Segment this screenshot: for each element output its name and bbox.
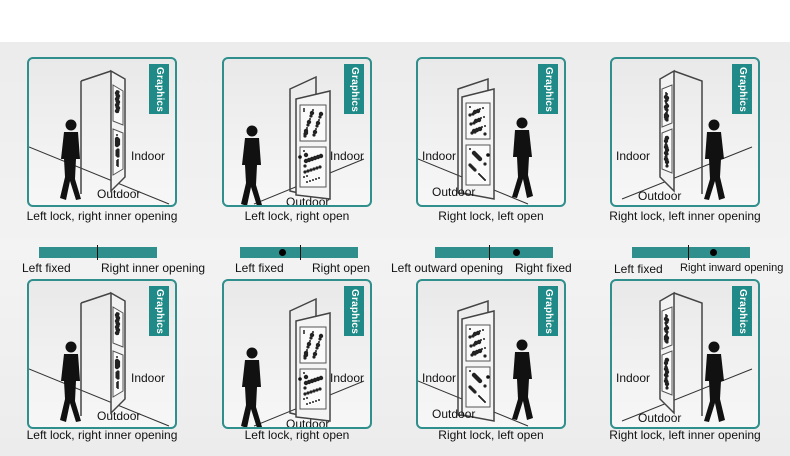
indoor-label: Indoor xyxy=(330,371,365,385)
indoor-label: Indoor xyxy=(131,149,166,163)
door-illustration xyxy=(418,77,533,205)
legend-left-label: Left fixed xyxy=(235,261,284,275)
graphics-tag: Graphics xyxy=(344,64,364,114)
door-illustration xyxy=(29,291,170,427)
indoor-label: Indoor xyxy=(616,149,651,163)
door-gap-marker xyxy=(688,245,689,260)
scene-caption: Right lock, left open xyxy=(438,209,544,223)
lock-dot xyxy=(513,249,520,256)
legend-left-label: Left outward opening xyxy=(391,261,504,275)
indoor-label: Indoor xyxy=(330,149,365,163)
outdoor-label: Outdoor xyxy=(97,409,141,423)
indoor-label: Indoor xyxy=(422,149,457,163)
scene-caption: Right lock, left open xyxy=(438,428,544,442)
indoor-label: Indoor xyxy=(616,371,651,385)
scene-caption: Left lock, right open xyxy=(244,209,350,223)
door-illustration xyxy=(29,69,170,205)
legend-right-label: Right inner opening xyxy=(101,261,206,275)
door-illustration xyxy=(621,69,753,200)
legend-right-label: Right inward opening xyxy=(680,262,784,274)
door-illustration xyxy=(621,291,753,422)
scene-caption: Left lock, right open xyxy=(244,428,350,442)
door-gap-marker xyxy=(97,245,98,260)
indoor-label: Indoor xyxy=(131,371,166,385)
scene-caption: Right lock, left inner opening xyxy=(609,209,761,223)
indoor-label: Indoor xyxy=(422,371,457,385)
door-illustration xyxy=(241,297,365,427)
legend-left-label: Left fixed xyxy=(614,262,663,276)
door-plan-bar xyxy=(39,245,157,260)
graphics-tag: Graphics xyxy=(149,64,169,114)
graphics-tag: Graphics xyxy=(538,64,558,114)
door-illustration xyxy=(241,75,365,205)
outdoor-label: Outdoor xyxy=(432,185,476,199)
door-illustration xyxy=(418,299,533,427)
scene-caption: Left lock, right inner opening xyxy=(26,209,178,223)
outdoor-label: Outdoor xyxy=(638,189,682,203)
graphics-tag: Graphics xyxy=(149,286,169,336)
graphics-tag: Graphics xyxy=(538,286,558,336)
scene-caption: Left lock, right inner opening xyxy=(26,428,178,442)
legend-right-label: Right open xyxy=(312,261,371,275)
outdoor-label: Outdoor xyxy=(638,411,682,425)
legend-right-label: Right fixed xyxy=(515,261,572,275)
outdoor-label: Outdoor xyxy=(97,187,141,201)
outdoor-label: Outdoor xyxy=(286,417,330,429)
graphics-tag: Graphics xyxy=(732,286,752,336)
door-gap-marker xyxy=(489,245,490,260)
lock-dot xyxy=(279,249,286,256)
door-gap-marker xyxy=(300,245,301,260)
graphics-tag: Graphics xyxy=(732,64,752,114)
graphics-tag: Graphics xyxy=(344,286,364,336)
outdoor-label: Outdoor xyxy=(432,407,476,421)
scene-caption: Right lock, left inner opening xyxy=(609,428,761,442)
door-plan-bar xyxy=(435,245,553,260)
door-plan-bar xyxy=(632,245,750,260)
lock-dot xyxy=(710,249,717,256)
outdoor-label: Outdoor xyxy=(286,195,330,207)
legend-left-label: Left fixed xyxy=(22,261,71,275)
door-plan-bar xyxy=(240,245,358,260)
